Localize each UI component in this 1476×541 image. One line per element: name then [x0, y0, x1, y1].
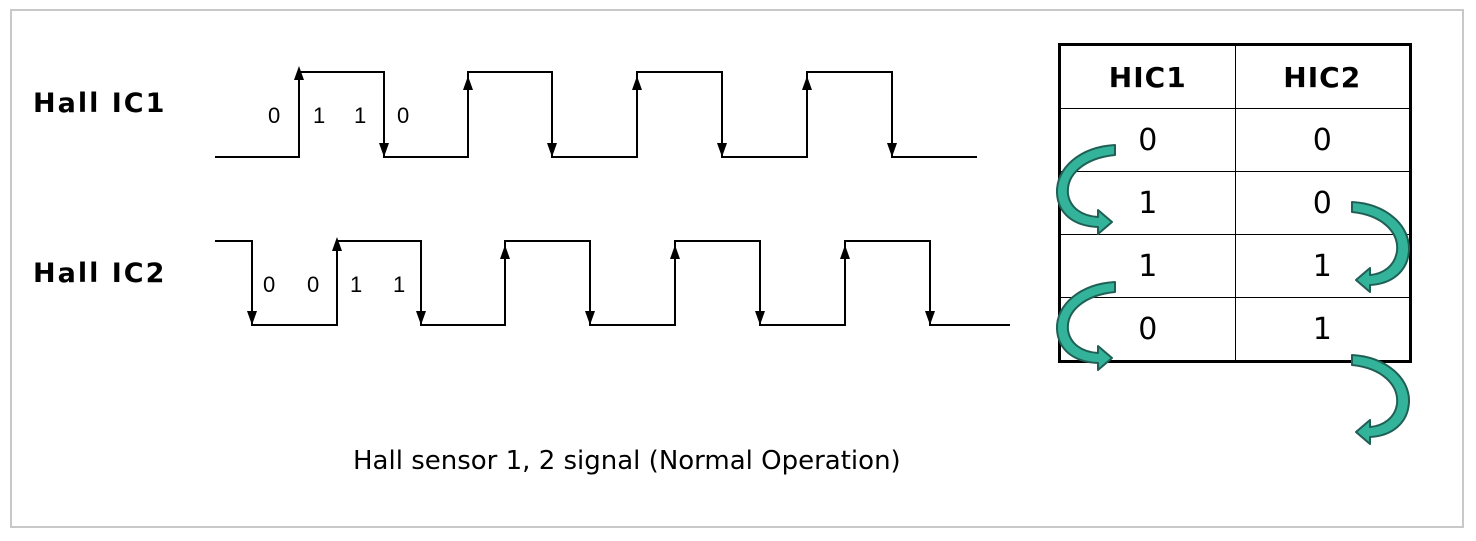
table-cell-hic1: 0 [1059, 297, 1236, 362]
falling-edge-arrow [379, 143, 389, 157]
rising-edge-arrow [802, 76, 812, 90]
falling-edge-arrow [247, 311, 257, 325]
column-header-hic1: HIC1 [1059, 44, 1236, 109]
diagram-caption: Hall sensor 1, 2 signal (Normal Operatio… [353, 446, 901, 476]
hall-ic2-trace [215, 240, 1010, 326]
table-cell-hic2: 1 [1234, 297, 1411, 362]
table-cell-hic2: 1 [1234, 234, 1411, 298]
hall-ic1-edge-arrows [294, 66, 897, 157]
hall-ic2-label: Hall IC2 [33, 258, 167, 289]
falling-edge-arrow [717, 143, 727, 157]
hall-ic1-trace [215, 71, 977, 158]
rising-edge-arrow [840, 245, 850, 259]
falling-edge-arrow [887, 143, 897, 157]
falling-edge-arrow [547, 143, 557, 157]
hic2-bit-2: 1 [350, 272, 362, 297]
hic2-bit-1: 0 [307, 272, 319, 297]
rising-edge-arrow [294, 66, 304, 80]
table-row: 1 1 [1059, 234, 1411, 298]
hic1-bit-3: 0 [397, 103, 409, 128]
hall-ic1-waveform [215, 71, 977, 158]
hall-ic1-label: Hall IC1 [33, 88, 167, 119]
rising-edge-arrow [332, 237, 342, 251]
table-cell-hic1: 1 [1059, 234, 1236, 298]
rising-edge-arrow [463, 76, 473, 90]
diagram-frame [10, 9, 1464, 528]
hic1-bit-0: 0 [268, 103, 280, 128]
table-cell-hic1: 1 [1059, 171, 1236, 235]
hall-ic2-edge-arrows [247, 237, 935, 325]
rising-edge-arrow [500, 245, 510, 259]
falling-edge-arrow [416, 311, 426, 325]
falling-edge-arrow [585, 311, 595, 325]
falling-edge-arrow [925, 311, 935, 325]
hall-ic2-waveform [215, 240, 1010, 326]
falling-edge-arrow [755, 311, 765, 325]
rising-edge-arrow [670, 245, 680, 259]
table-cell-hic2: 0 [1234, 171, 1411, 235]
table-row: 1 0 [1059, 171, 1411, 235]
rising-edge-arrow [632, 76, 642, 90]
table-row: 0 0 [1059, 108, 1411, 172]
table-header-row: HIC1 HIC2 [1059, 44, 1411, 109]
hic1-bit-2: 1 [354, 103, 366, 128]
hall-state-table: HIC1 HIC2 0 0 1 0 1 1 0 1 [1058, 43, 1412, 363]
table-cell-hic2: 0 [1234, 108, 1411, 172]
hic2-bit-3: 1 [393, 272, 405, 297]
hic1-bit-1: 1 [313, 103, 325, 128]
table-row: 0 1 [1059, 297, 1411, 362]
hic2-bit-0: 0 [263, 272, 275, 297]
column-header-hic2: HIC2 [1234, 44, 1411, 109]
table-cell-hic1: 0 [1059, 108, 1236, 172]
